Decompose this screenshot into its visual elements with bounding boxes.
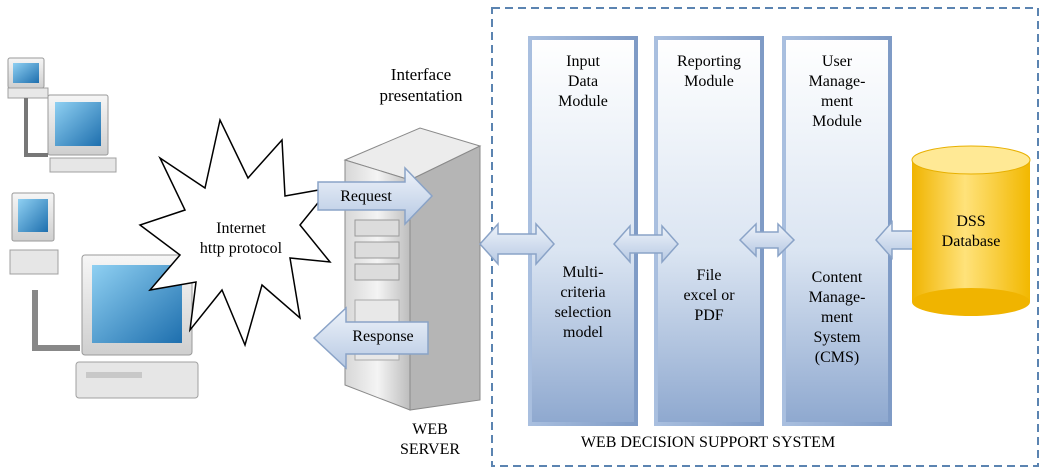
database-label: DSS Database xyxy=(941,213,1001,250)
response-label: Response xyxy=(352,328,414,345)
double-arrow xyxy=(478,222,556,266)
module-column xyxy=(528,36,638,426)
module-title-reporting: Reporting Module xyxy=(677,53,741,90)
internet-cloud-icon xyxy=(138,117,332,348)
database-icon xyxy=(911,145,1031,316)
request-arrow xyxy=(317,166,434,226)
response-arrow xyxy=(312,306,429,370)
double-arrow xyxy=(612,224,680,264)
module-content-reporting: File excel or PDF xyxy=(683,267,735,324)
module-column xyxy=(654,36,764,426)
module-column xyxy=(782,36,892,426)
module-content-input: Multi- criteria selection model xyxy=(554,264,612,341)
internet-label: Internet http protocol xyxy=(199,220,283,257)
web-server-label: WEB SERVER xyxy=(399,421,461,458)
module-title-input: Input Data Module xyxy=(558,53,608,110)
interface-label: Interface presentation xyxy=(379,65,463,105)
desktop-computer-icon xyxy=(7,57,117,173)
request-label: Request xyxy=(340,188,392,205)
system-title: WEB DECISION SUPPORT SYSTEM xyxy=(580,434,836,451)
system-boundary xyxy=(491,7,1039,467)
web-server-icon xyxy=(343,127,482,411)
double-arrow xyxy=(738,222,796,258)
module-title-user: User Manage- ment Module xyxy=(808,53,866,130)
module-content-user: Content Manage- ment System (CMS) xyxy=(808,269,866,366)
